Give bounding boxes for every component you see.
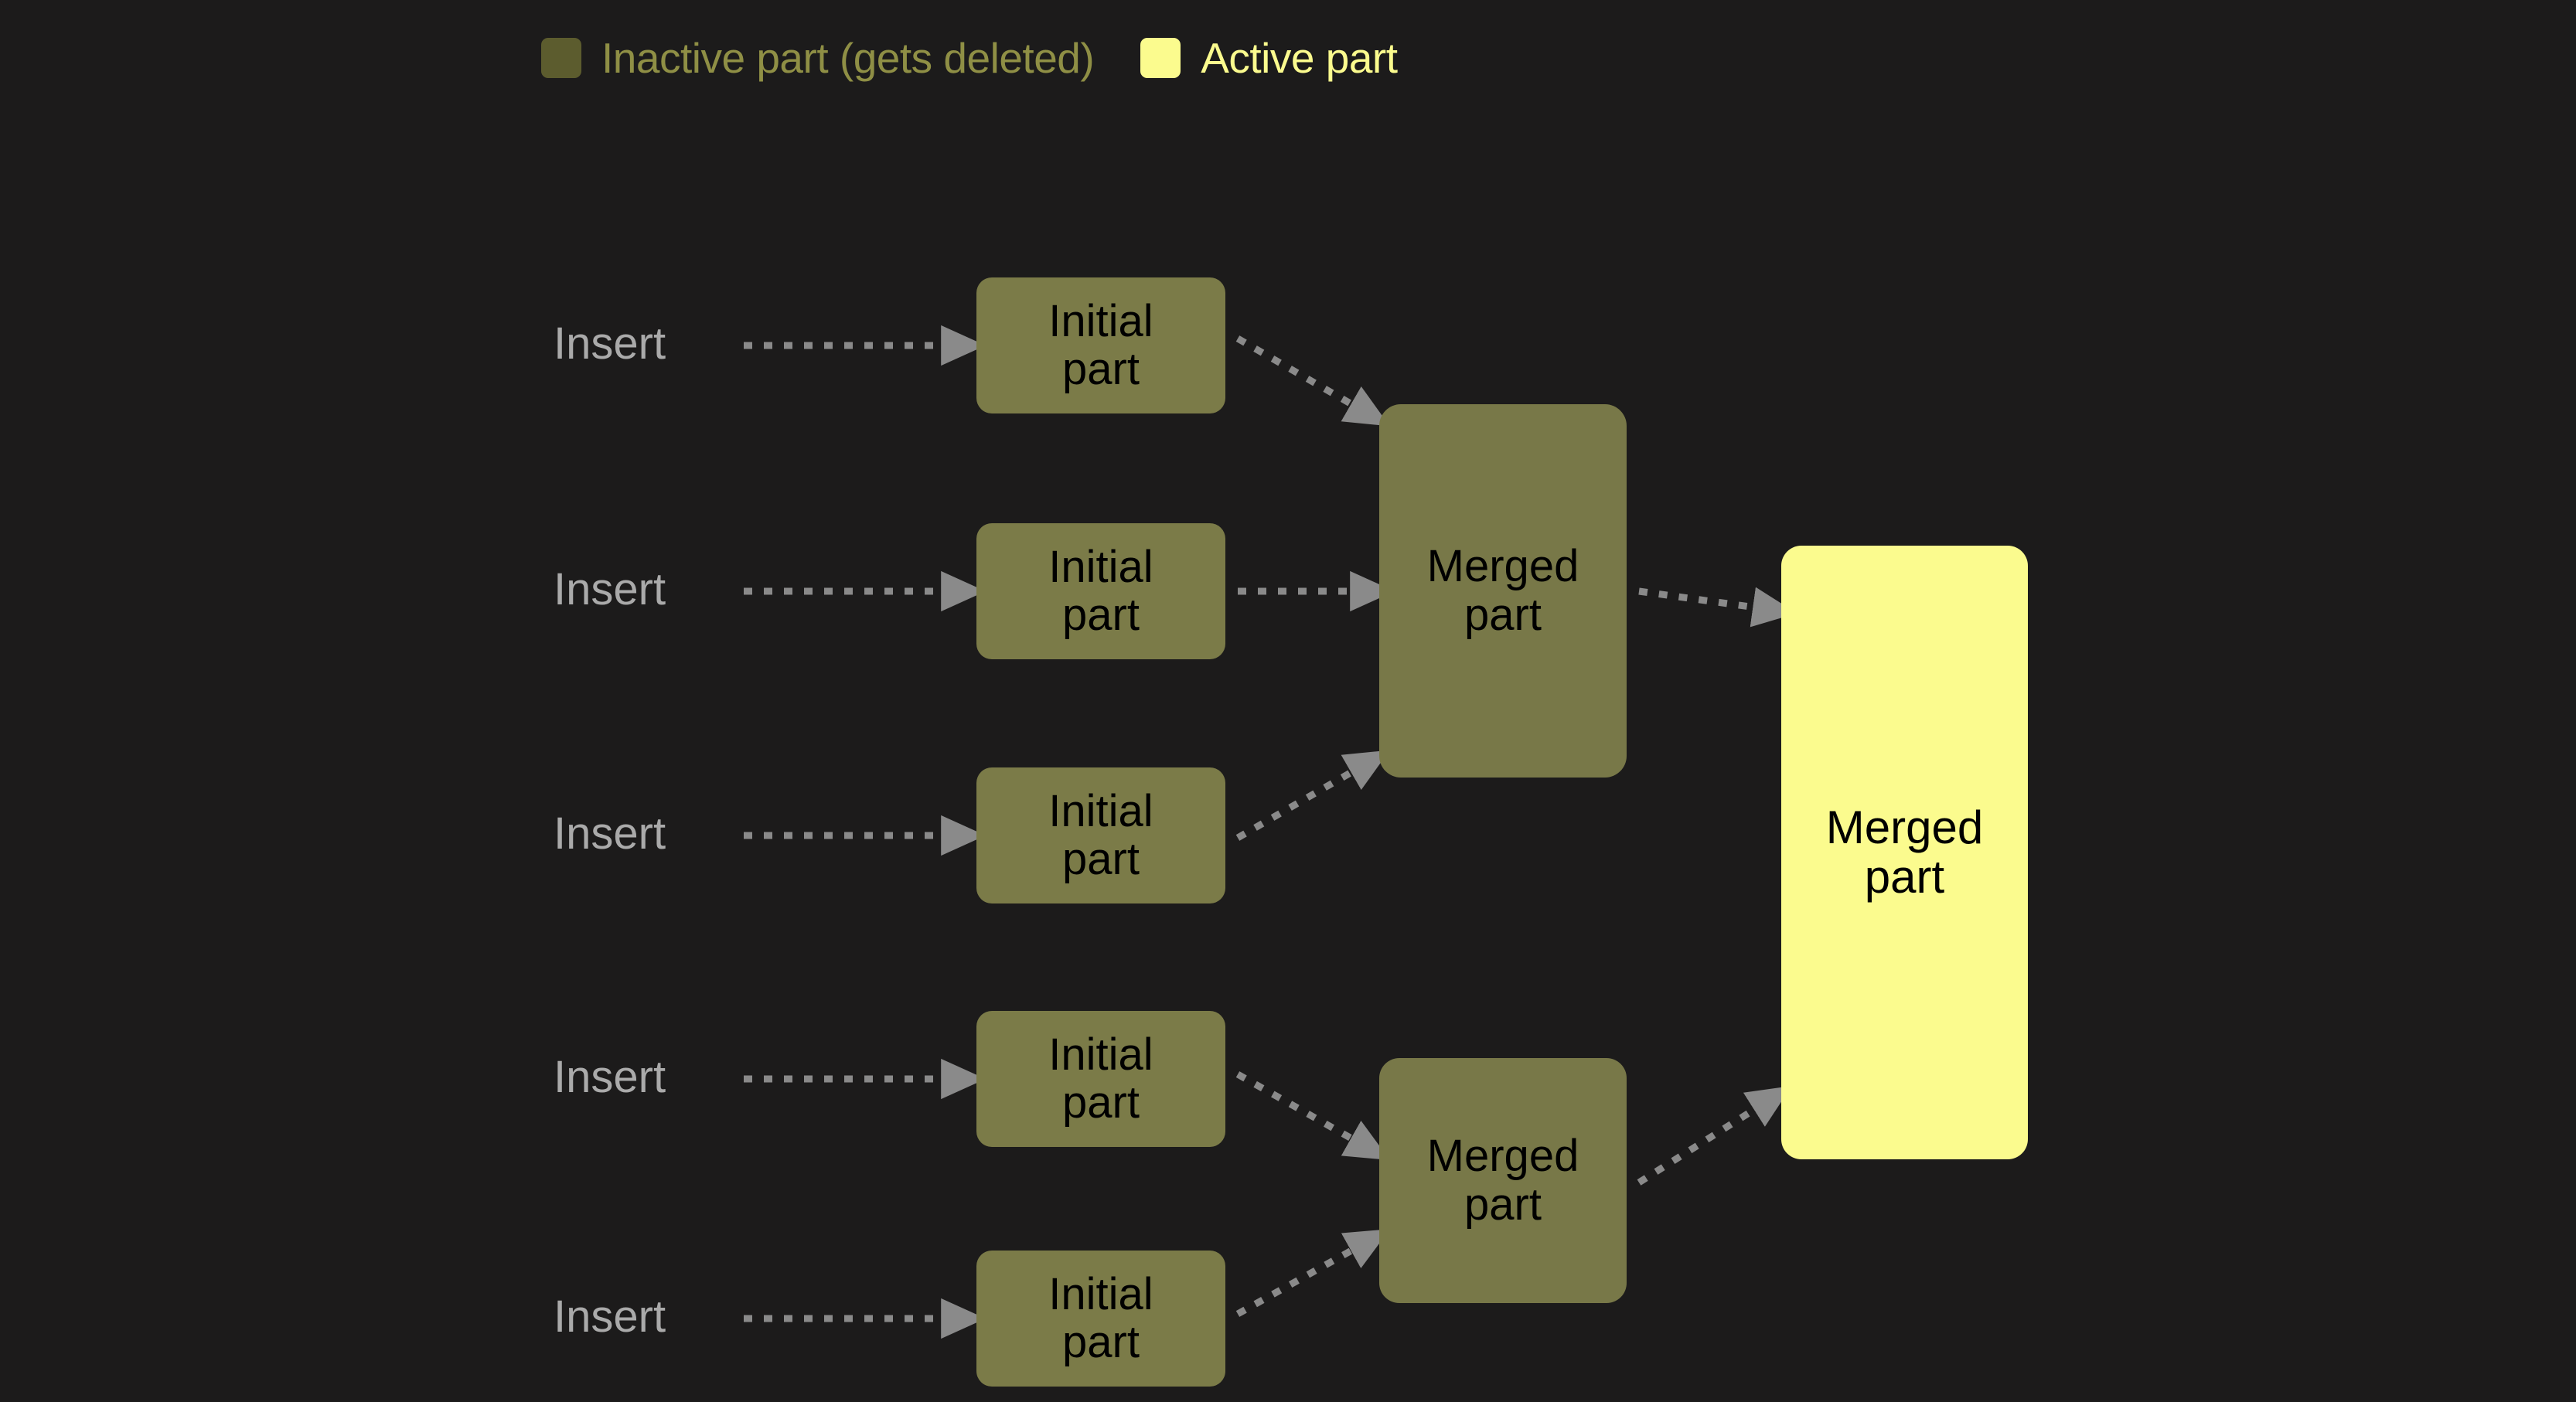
legend: Inactive part (gets deleted) Active part (541, 23, 1398, 93)
arrow-initial5-to-merged-bottom (1235, 1229, 1390, 1317)
insert-label-3: Insert (554, 808, 666, 859)
active-part-swatch-icon (1140, 38, 1181, 78)
legend-label-active: Active part (1201, 33, 1398, 82)
inactive-part-swatch-icon (541, 38, 581, 78)
insert-label-2: Insert (554, 564, 666, 614)
insert-label-4: Insert (554, 1052, 666, 1102)
legend-item-inactive: Inactive part (gets deleted) (541, 33, 1095, 82)
arrow-initial4-to-merged-bottom (1235, 1071, 1390, 1160)
legend-label-inactive: Inactive part (gets deleted) (601, 33, 1095, 82)
arrow-merged-top-to-final (1638, 587, 1797, 628)
arrow-initial3-to-merged-top (1235, 750, 1390, 841)
arrow-initial1-to-merged-top (1235, 335, 1390, 427)
insert-label-1: Insert (554, 318, 666, 369)
legend-item-active: Active part (1140, 33, 1398, 82)
arrow-merged-bottom-to-final (1637, 1085, 1792, 1186)
insert-label-5: Insert (554, 1291, 666, 1342)
